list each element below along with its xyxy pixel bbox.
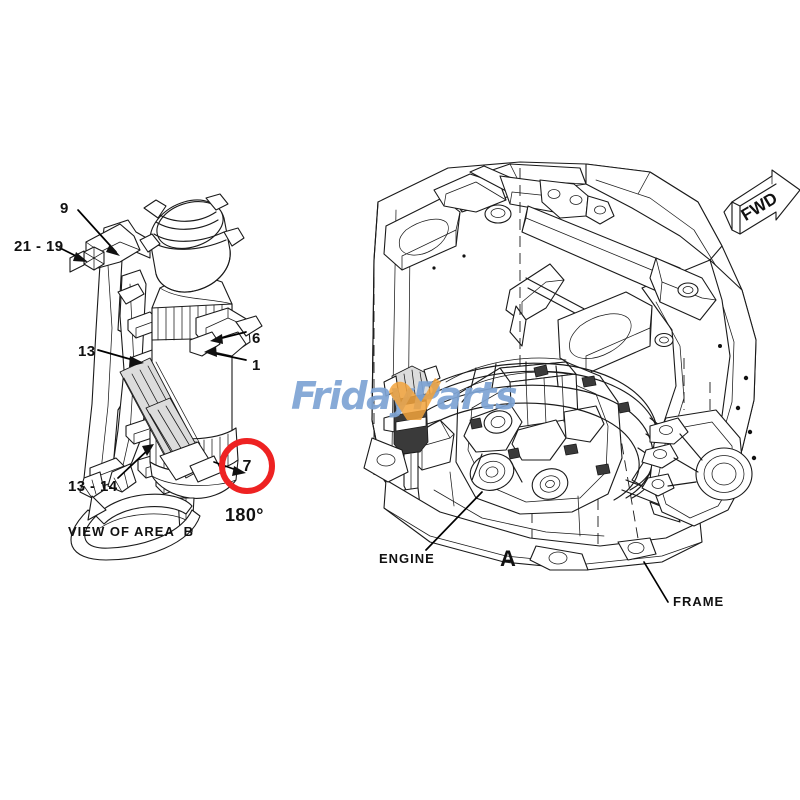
lower-mount-plate — [557, 291, 674, 375]
rotation-label-180: 180° — [225, 505, 264, 525]
callout-label-13: 13 — [78, 343, 96, 360]
label-frame: FRAME — [673, 594, 725, 609]
callout-label-6: 6 — [252, 330, 261, 347]
callout-label-21-19: 21 - 19 — [14, 238, 64, 255]
callout-label-9: 9 — [60, 200, 69, 217]
highlight-label-7: 7 — [242, 458, 252, 475]
rotation-arrow-180 — [70, 493, 201, 561]
label-area-a: A — [500, 546, 517, 571]
left-assembly-drawing — [59, 193, 263, 561]
axle-housing-flange — [641, 344, 757, 527]
right-machine-drawing — [363, 161, 757, 603]
callout-label-13-14: 13 - 14 — [68, 478, 118, 495]
view-caption-area-b: VIEW OF AREA B — [68, 524, 194, 539]
bracket-arm-tips — [79, 463, 137, 499]
upper-linkage — [433, 165, 717, 347]
highlight-circle-item-7: 7 — [219, 438, 275, 494]
label-engine: ENGINE — [379, 551, 435, 566]
fwd-arrow-icon: FWD — [723, 169, 800, 235]
right-label-leaders — [425, 491, 669, 603]
lower-frame-pan — [363, 437, 703, 571]
callout-label-1: 1 — [252, 357, 261, 374]
callout-leaders — [59, 209, 247, 479]
filter-strap — [119, 357, 223, 483]
